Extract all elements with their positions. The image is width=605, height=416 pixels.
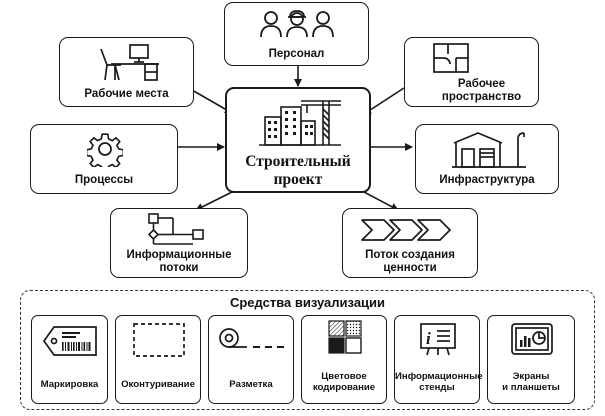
tool-color-coding-label-1: Цветовое	[321, 371, 367, 382]
color-swatches-icon	[328, 320, 362, 354]
visualization-tools-title: Средства визуализации	[229, 295, 386, 310]
gear-icon	[87, 133, 123, 167]
dashed-outline-icon	[133, 323, 185, 357]
tool-info-stands-label-1: Информационные	[395, 371, 483, 382]
tool-screens-tablets-label-1: Экраны	[512, 371, 550, 382]
tool-outlining[interactable]: Оконтуривание	[115, 315, 201, 404]
tool-outlining-label: Оконтуривание	[121, 379, 195, 390]
node-value-stream-label-2: ценности	[383, 262, 437, 274]
chevron-arrows-icon	[361, 219, 451, 241]
tool-info-stands-label-2: стенды	[419, 382, 455, 393]
tool-floor-marking-label: Разметка	[229, 379, 273, 390]
node-value-stream-label-1: Поток создания	[365, 249, 455, 261]
center-title-line2: проект	[273, 171, 323, 188]
tool-marking-label: Маркировка	[40, 379, 99, 390]
node-value-stream[interactable]: Поток создания ценности	[342, 208, 478, 278]
node-info-flows[interactable]: Информационные потоки	[110, 208, 248, 278]
node-info-flows-label-2: потоки	[159, 262, 199, 274]
desk-computer-icon	[100, 44, 159, 81]
node-personnel[interactable]: Персонал	[224, 2, 369, 66]
tool-color-coding-label-2: кодирование	[312, 382, 376, 393]
node-infrastructure[interactable]: Инфраструктура	[415, 124, 559, 194]
node-workplaces-label: Рабочие места	[84, 88, 169, 100]
tool-marking[interactable]: Маркировка	[31, 315, 108, 404]
tool-screens-tablets[interactable]: Экраны и планшеты	[487, 315, 575, 404]
node-infrastructure-label: Инфраструктура	[439, 174, 535, 186]
node-info-flows-label-1: Информационные	[126, 249, 232, 261]
node-processes[interactable]: Процессы	[30, 124, 178, 194]
node-workspace-label-1: Рабочее	[457, 78, 506, 90]
tool-floor-marking[interactable]: Разметка	[208, 315, 294, 404]
node-workplaces[interactable]: Рабочие места	[59, 37, 194, 107]
tablet-dashboard-icon	[511, 323, 553, 355]
building-crane-icon	[259, 100, 341, 146]
tape-roll-icon	[219, 328, 284, 348]
flowchart-icon	[147, 213, 204, 245]
info-board-icon: i	[420, 323, 456, 356]
floor-plan-icon	[433, 43, 469, 73]
tag-barcode-icon	[42, 326, 97, 356]
workers-icon	[260, 10, 334, 38]
tool-color-coding[interactable]: Цветовое кодирование	[301, 315, 387, 404]
node-workspace-label-2: пространство	[441, 91, 522, 103]
node-processes-label: Процессы	[74, 174, 134, 186]
visualization-tools-panel: Средства визуализации Маркировка	[20, 290, 595, 410]
tool-info-stands[interactable]: i Информационные стенды	[394, 315, 483, 404]
node-construction-project[interactable]: Строительный проект	[225, 87, 371, 193]
center-title-line1: Строительный	[245, 153, 351, 170]
node-workspace[interactable]: Рабочее пространство	[404, 37, 539, 107]
node-personnel-label: Персонал	[268, 48, 325, 60]
warehouse-icon	[452, 132, 526, 168]
tool-screens-tablets-label-2: и планшеты	[502, 382, 560, 393]
svg-text:i: i	[426, 329, 431, 348]
